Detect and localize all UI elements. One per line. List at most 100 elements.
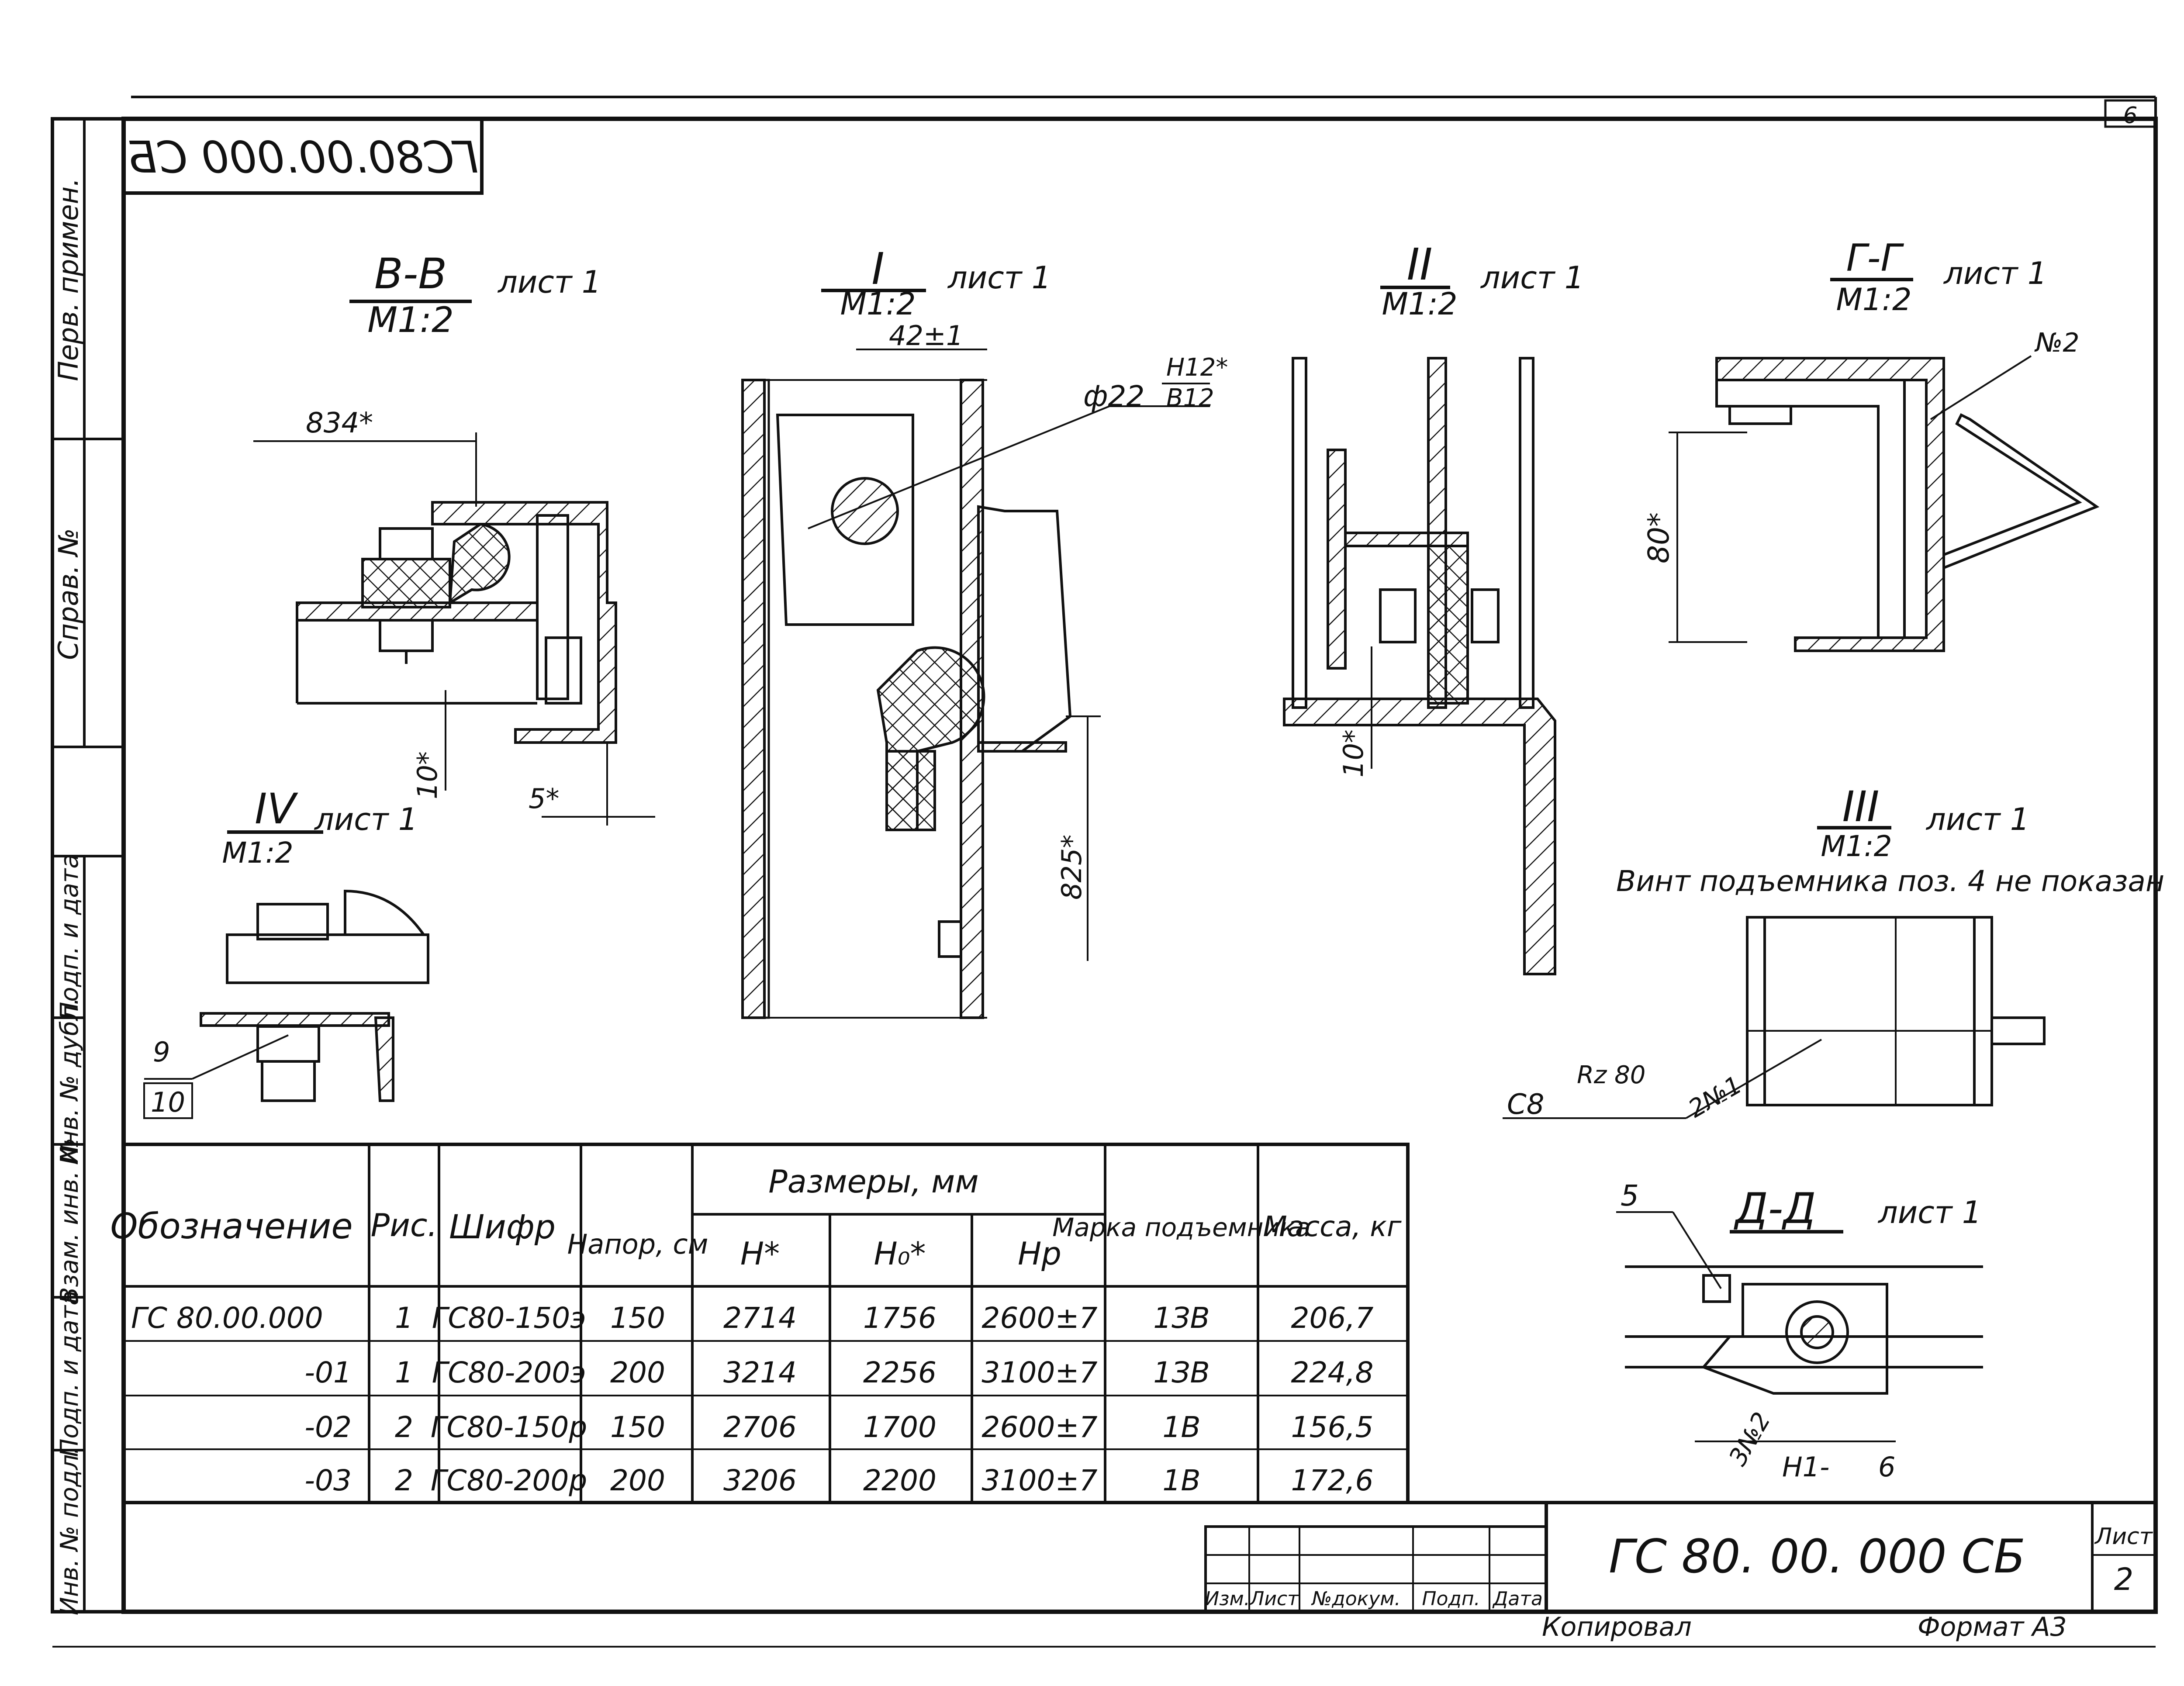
view-dd: Д-Д лист 1 5 3№2 Н1- 6 [1616, 1179, 1983, 1483]
view-dd-pos-5: 5 [1621, 1179, 1639, 1213]
view-iv-pos-9: 9 [153, 1036, 170, 1068]
table-cell: 2256 [863, 1356, 936, 1389]
view-gg-note-no2: №2 [2034, 328, 2080, 358]
view-gg-dim-80: 80* [1642, 512, 1676, 563]
th-h0: H₀* [874, 1235, 926, 1272]
table-cell: 1700 [863, 1410, 936, 1444]
table-cell: 156,5 [1291, 1410, 1374, 1444]
view-iv: IV М1:2 лист 1 9 10 [143, 784, 429, 1119]
title-code: ГС 80. 00. 000 СБ [1609, 1530, 2025, 1583]
table-cell: 3100±7 [981, 1356, 1097, 1389]
title-list-value: 2 [2114, 1562, 2134, 1597]
view-i-sheet: лист 1 [947, 260, 1051, 296]
table-cell: ГС80-150э [432, 1301, 586, 1335]
table-cell: 206,7 [1291, 1301, 1374, 1335]
view-iv-scale: М1:2 [222, 836, 293, 870]
title-list-label: Лист [2094, 1524, 2153, 1550]
table-cell: 2714 [723, 1301, 797, 1335]
title-list: Лист [1249, 1588, 1299, 1610]
title-podp: Подп. [1422, 1588, 1480, 1610]
view-dd-weld-h1: Н1- [1782, 1451, 1829, 1483]
view-vv-dim-834: 834* [306, 407, 373, 439]
table-cell: 2200 [863, 1464, 936, 1497]
table-cell: 1756 [863, 1301, 936, 1335]
side-label-perv-primen: Перв. примен. [52, 178, 84, 381]
table-cell: ГС 80.00.000 [131, 1301, 323, 1335]
view-i-tol-top: H12* [1166, 353, 1228, 382]
table-cell: ГС80-150р [431, 1410, 587, 1444]
side-strip: Перв. примен. Справ. № Подп. и дата Инв.… [52, 119, 124, 1615]
th-dimensions: Размеры, мм [768, 1163, 978, 1200]
table-cell: 2 [395, 1464, 413, 1497]
view-vv-scale: М1:2 [367, 300, 454, 340]
th-lift: Марка подъемника [1052, 1213, 1311, 1242]
table-cell: 150 [610, 1301, 665, 1335]
view-iv-label: IV [255, 784, 298, 833]
view-ii-scale: М1:2 [1382, 286, 1457, 322]
table-cell: 200 [610, 1464, 665, 1497]
side-label-inv-dubl: Инв. № дубл. [55, 997, 84, 1164]
table-cell: 2 [395, 1410, 413, 1444]
table-cell: -01 [304, 1356, 352, 1389]
table-cell: 172,6 [1291, 1464, 1374, 1497]
table-cell: 224,8 [1291, 1356, 1374, 1389]
table-cell: 1ЗВ [1153, 1356, 1210, 1389]
view-ii-sheet: лист 1 [1480, 260, 1584, 296]
view-ii-label: II [1407, 239, 1433, 290]
footer-copied: Копировал [1542, 1612, 1692, 1642]
table-cell: 1 [395, 1301, 413, 1335]
view-iii-label: III [1842, 782, 1880, 831]
title-data: Дата [1492, 1588, 1543, 1610]
side-label-sprav-no: Справ. № [52, 528, 84, 660]
table-cell: 3214 [723, 1356, 797, 1389]
view-vv-label: В-В [374, 249, 447, 298]
view-i-dim-42: 42±1 [889, 320, 963, 352]
view-i-dim-phi: ф22 [1083, 380, 1144, 413]
sheet-number: 6 [2123, 103, 2137, 129]
view-dd-label: Д-Д [1734, 1184, 1816, 1233]
side-label-inv-podl: Инв. № подл. [55, 1447, 84, 1615]
th-hp: Hp [1018, 1235, 1061, 1272]
view-i-scale: М1:2 [840, 286, 916, 322]
title-no-dokum: №докум. [1311, 1588, 1401, 1610]
title-izm: Изм. [1205, 1588, 1250, 1610]
view-iii-note: Винт подъемника поз. 4 не показан [1616, 864, 2164, 898]
table-cell: 1 [395, 1356, 413, 1389]
view-iii-roughness: Rz 80 [1577, 1061, 1645, 1089]
footer-format: Формат А3 [1918, 1612, 2067, 1642]
view-dd-weld-6: 6 [1878, 1451, 1895, 1483]
view-gg: Г-Г М1:2 лист 1 №2 80* [1642, 236, 2100, 652]
th-fig: Рис. [371, 1207, 438, 1244]
view-gg-sheet: лист 1 [1943, 256, 2047, 291]
view-iv-pos-10: 10 [151, 1086, 185, 1118]
table-cell: 2706 [723, 1410, 797, 1444]
view-vv-sheet: лист 1 [497, 264, 601, 300]
view-iii-scale: М1:2 [1821, 829, 1892, 863]
view-i-dim-825: 825* [1056, 835, 1088, 900]
side-label-podp-data-1: Подп. и дата [55, 853, 84, 1020]
th-head: Напор, см [567, 1228, 708, 1260]
th-mass: Масса, кг [1263, 1211, 1402, 1243]
view-dd-sheet: лист 1 [1877, 1195, 1981, 1230]
view-iii-weld-2no1: 2№1 [1684, 1071, 1747, 1123]
table-cell: 1ЗВ [1153, 1301, 1210, 1335]
side-label-podp-data-2: Подп. и дата [55, 1290, 84, 1457]
view-ii-dim-10: 10* [1337, 729, 1369, 777]
view-vv: В-В М1:2 лист 1 834* 10* 5* [253, 249, 655, 826]
table-cell: ГС80-200э [432, 1356, 586, 1389]
table-cell: 150 [610, 1410, 665, 1444]
th-code: Шифр [449, 1207, 556, 1246]
table-cell: ГС80-200р [431, 1464, 587, 1497]
table-cell: -03 [304, 1464, 352, 1497]
th-designation: Обозначение [110, 1206, 352, 1247]
view-vv-dim-10: 10* [411, 751, 443, 799]
side-label-vzam-inv: Взам. инв. № [55, 1138, 84, 1304]
view-dd-weld-3no2: 3№2 [1724, 1407, 1776, 1471]
th-h: H* [740, 1235, 780, 1272]
frame [51, 96, 2158, 1648]
table-cell: 3100±7 [981, 1464, 1097, 1497]
view-gg-label: Г-Г [1846, 236, 1904, 280]
sheet-number-box: 6 [2104, 99, 2157, 129]
